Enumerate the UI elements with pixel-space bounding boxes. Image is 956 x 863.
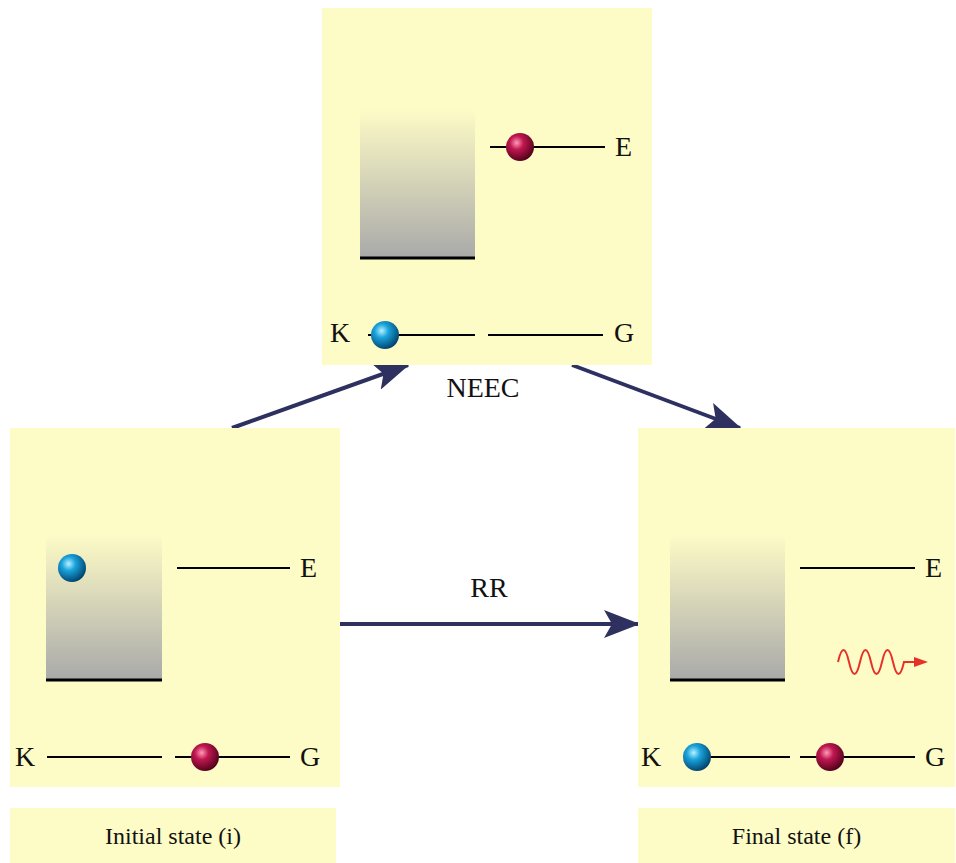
level-label: K	[641, 741, 661, 773]
level-line	[800, 567, 915, 569]
nucleon-ball	[506, 133, 534, 161]
nucleon-ball	[191, 743, 219, 771]
photon-arrowhead	[914, 657, 928, 667]
electron-ball	[58, 554, 86, 582]
process-arrow	[340, 622, 638, 626]
process-panel: EKGNEEC	[322, 8, 652, 365]
level-label: E	[925, 552, 942, 584]
electron-ball	[683, 743, 711, 771]
process-label: NEEC	[383, 372, 583, 404]
level-scheme	[322, 8, 652, 365]
caption-box: Final state (f)	[638, 808, 955, 863]
continuum-band	[46, 535, 162, 680]
level-line	[488, 334, 603, 336]
level-label: G	[925, 741, 945, 773]
continuum-edge	[670, 679, 785, 682]
process-arrow	[232, 365, 408, 428]
level-label: E	[615, 131, 632, 163]
level-label: G	[614, 317, 634, 349]
continuum-edge	[360, 257, 475, 260]
edge-label: RR	[466, 572, 511, 604]
electron-ball	[371, 321, 399, 349]
caption-text: Initial state (i)	[10, 820, 336, 852]
level-label: K	[15, 741, 35, 773]
level-scheme	[10, 428, 340, 787]
level-label: G	[300, 741, 320, 773]
level-line	[47, 756, 162, 758]
continuum-edge	[46, 679, 162, 682]
level-label: E	[300, 552, 317, 584]
continuum-band	[670, 535, 785, 680]
caption-text: Final state (f)	[638, 820, 955, 852]
state-panel: E K G	[10, 428, 340, 787]
level-label: K	[330, 317, 350, 349]
continuum-band	[360, 110, 475, 258]
photon-wave	[838, 650, 916, 674]
level-scheme	[638, 428, 955, 787]
nucleon-ball	[816, 743, 844, 771]
level-line	[177, 567, 290, 569]
caption-box: Initial state (i)	[10, 808, 336, 863]
process-arrow	[572, 365, 740, 428]
state-panel: E K G	[638, 428, 955, 787]
